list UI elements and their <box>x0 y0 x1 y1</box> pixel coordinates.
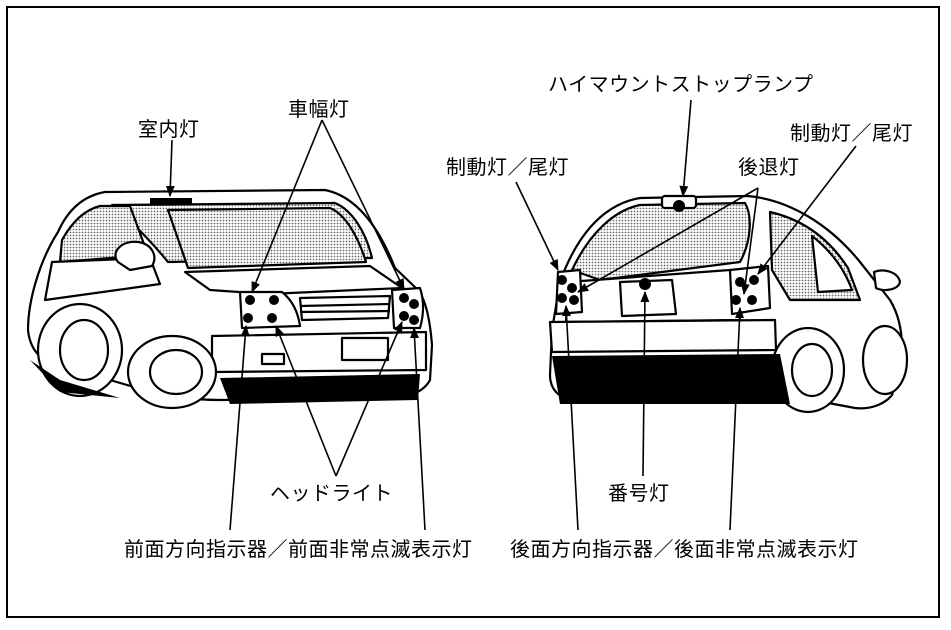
rear-leader-lines <box>515 99 857 531</box>
label-rear-signals: 後面方向指示器／後面非常点滅表示灯 <box>510 537 859 561</box>
rear-car <box>548 194 909 414</box>
label-headlight: ヘッドライト <box>270 481 393 505</box>
front-leader-lines <box>165 119 426 531</box>
label-reverse: 後退灯 <box>738 155 800 179</box>
label-license-plate: 番号灯 <box>608 481 670 505</box>
label-front-signals: 前面方向指示器／前面非常点滅表示灯 <box>124 537 473 561</box>
label-brake-tail-left: 制動灯／尾灯 <box>446 155 569 179</box>
label-high-mount-stop: ハイマウントストップランプ <box>548 72 814 96</box>
label-brake-tail-right: 制動灯／尾灯 <box>790 121 913 145</box>
front-light-dots <box>243 293 419 325</box>
label-side-marker: 車幅灯 <box>288 97 350 121</box>
front-car <box>26 188 434 410</box>
label-interior-light: 室内灯 <box>138 117 200 141</box>
diagram-frame <box>6 6 940 618</box>
rear-light-dots <box>557 200 759 305</box>
